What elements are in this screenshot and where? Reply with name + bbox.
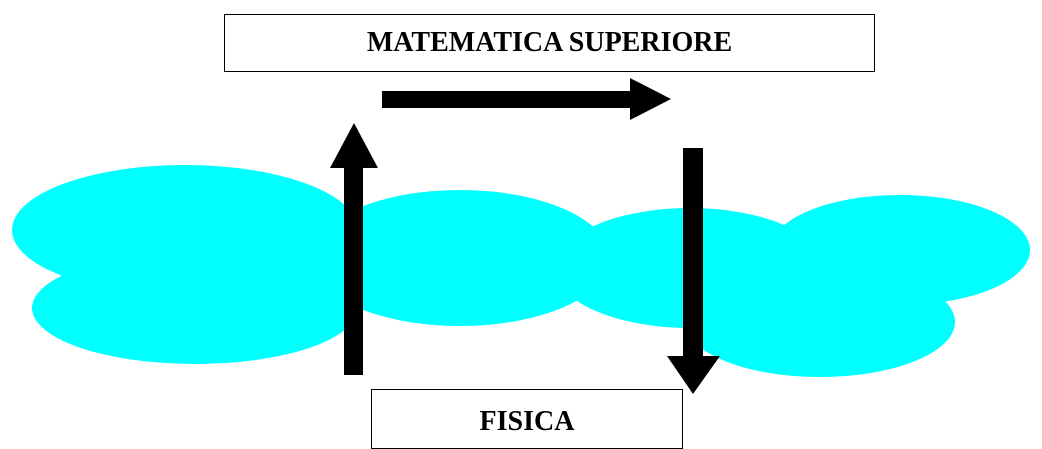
top-box-label: MATEMATICA SUPERIORE [366, 27, 733, 58]
cloud-lobe [32, 252, 358, 364]
cloud-lobe [770, 195, 1030, 305]
matematica-superiore-box: MATEMATICA SUPERIORE [224, 14, 875, 72]
down-arrow [667, 148, 720, 394]
bottom-box-label: FISICA [479, 406, 575, 437]
up-arrow [330, 123, 378, 375]
right-arrow [382, 78, 671, 120]
cloud-band [12, 165, 1030, 377]
fisica-box: FISICA [371, 389, 683, 449]
cloud-lobe [310, 190, 610, 326]
